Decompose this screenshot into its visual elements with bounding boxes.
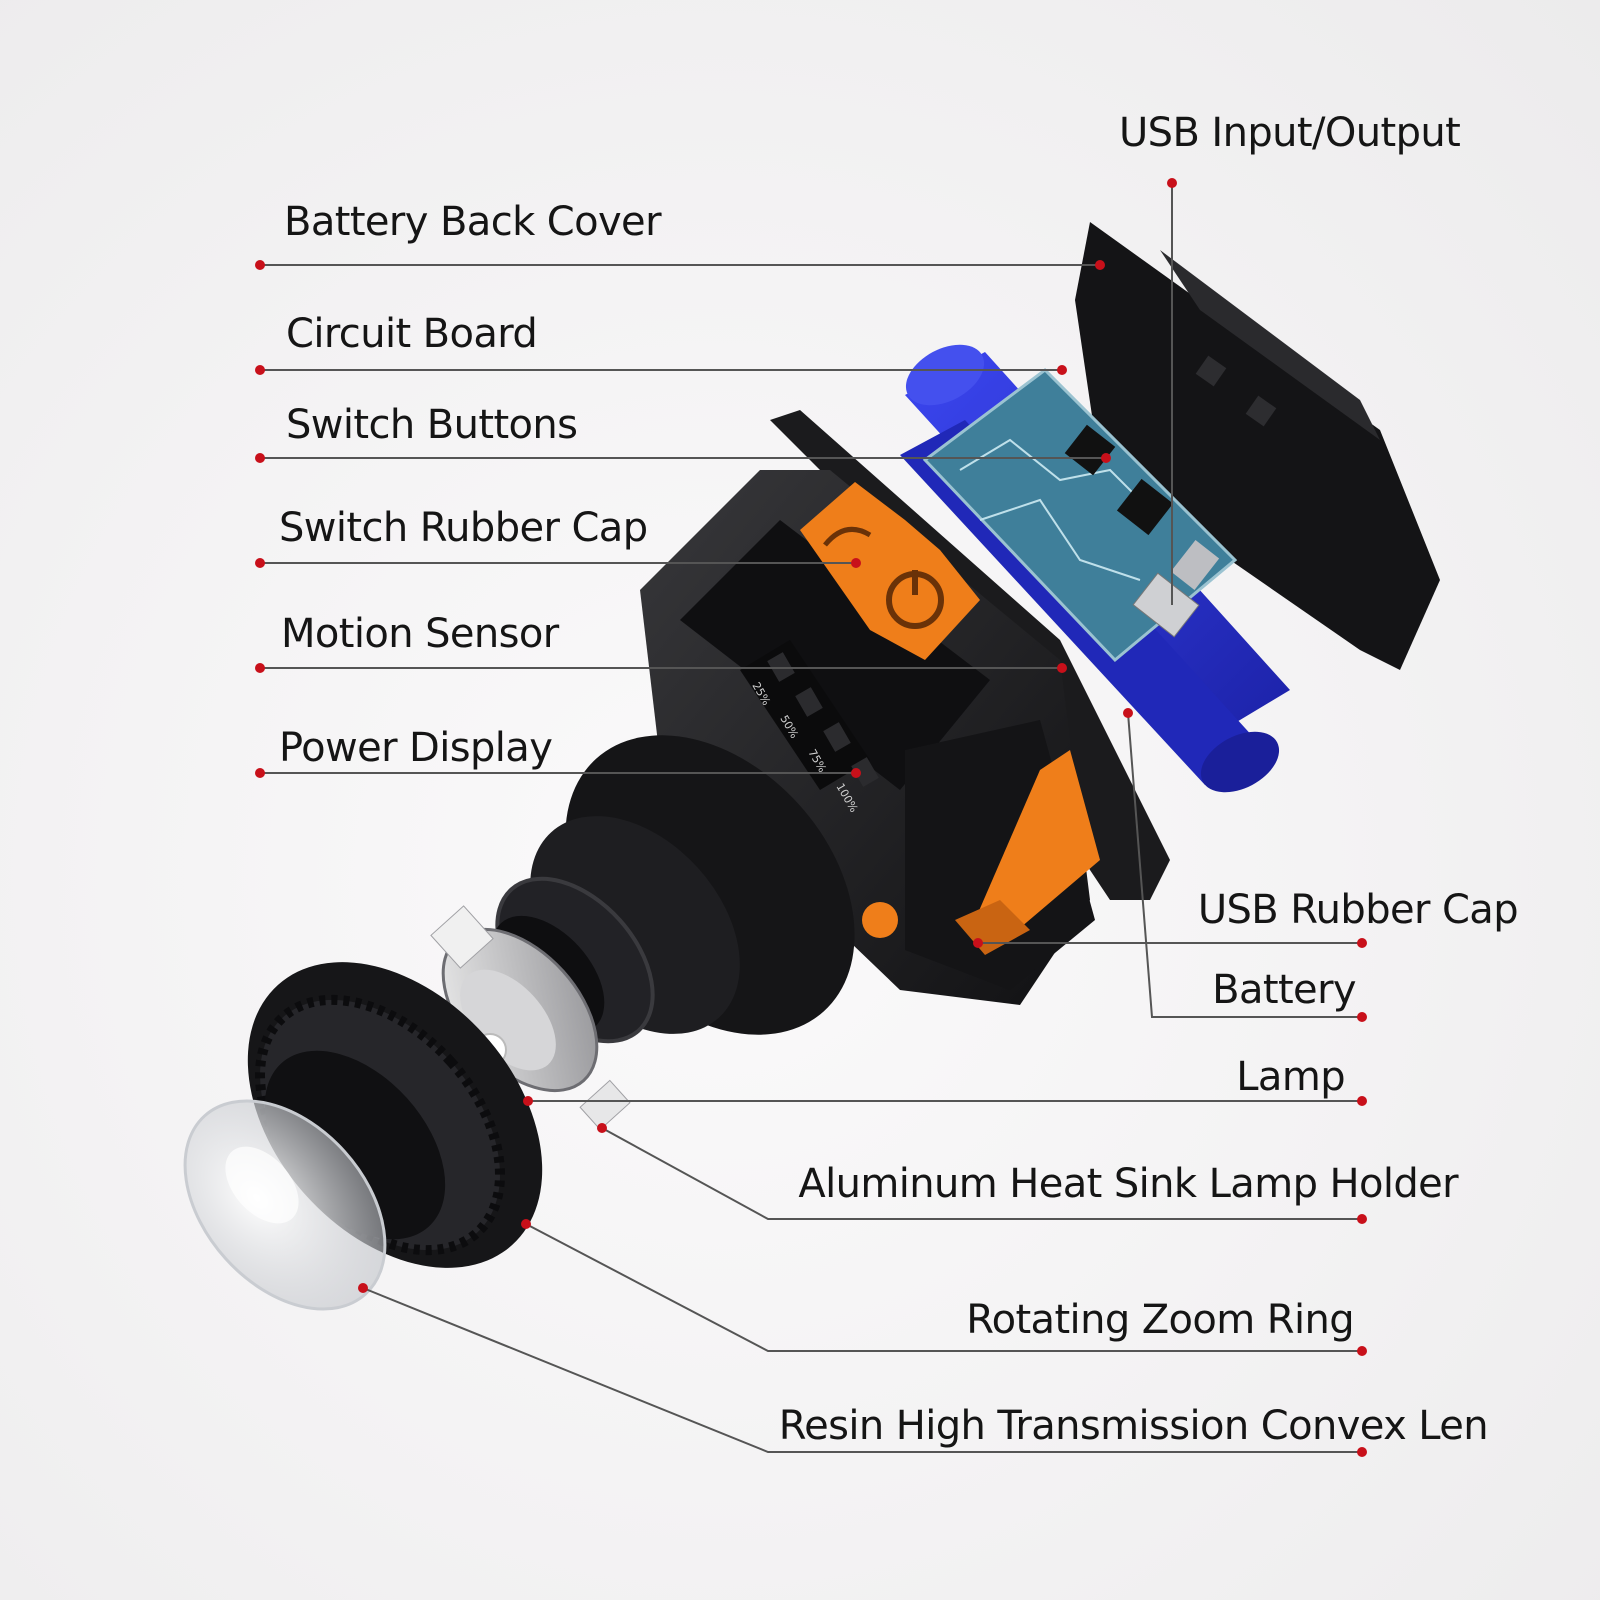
dot-battery-start	[1123, 708, 1133, 718]
leader-rotating-zoom-ring	[525, 1223, 1362, 1352]
dot-usb-rubber-cap-end	[1357, 938, 1367, 948]
dot-power-display-start	[255, 768, 265, 778]
dot-aluminum-heat-sink-end	[1357, 1214, 1367, 1224]
leader-lines	[256, 183, 1362, 1453]
leader-aluminum-heat-sink	[601, 1127, 1362, 1220]
label-aluminum-heat-sink: Aluminum Heat Sink Lamp Holder	[798, 1161, 1458, 1207]
dot-lamp-start	[523, 1096, 533, 1106]
dot-motion-sensor-end	[1057, 663, 1067, 673]
dot-switch-rubber-cap-end	[851, 558, 861, 568]
label-switch-rubber-cap: Switch Rubber Cap	[279, 505, 648, 551]
dot-resin-lens-start	[358, 1283, 368, 1293]
dot-switch-rubber-cap-start	[255, 558, 265, 568]
dot-rotating-zoom-ring-start	[521, 1219, 531, 1229]
label-battery: Battery	[1212, 967, 1356, 1013]
leader-battery	[1127, 712, 1362, 1018]
dot-resin-lens-end	[1357, 1447, 1367, 1457]
dot-usb-rubber-cap-start	[973, 938, 983, 948]
label-usb-rubber-cap: USB Rubber Cap	[1197, 887, 1519, 933]
label-rotating-zoom-ring: Rotating Zoom Ring	[966, 1297, 1354, 1343]
switch-rubber-cap-art	[800, 482, 980, 660]
label-battery-back-cover: Battery Back Cover	[284, 199, 662, 245]
dot-battery-end	[1357, 1012, 1367, 1022]
label-power-display: Power Display	[279, 725, 553, 771]
dot-aluminum-heat-sink-start	[597, 1123, 607, 1133]
label-usb-input-output: USB Input/Output	[1119, 110, 1461, 156]
label-circuit-board: Circuit Board	[286, 311, 538, 357]
dot-switch-buttons-start	[255, 453, 265, 463]
label-resin-lens: Resin High Transmission Convex Len	[778, 1403, 1489, 1449]
dot-circuit-board-end	[1057, 365, 1067, 375]
leader-dots	[255, 178, 1367, 1457]
dot-motion-sensor-start	[255, 663, 265, 673]
dot-battery-back-cover-end	[1095, 260, 1105, 270]
dot-usb-input-output-start	[1167, 178, 1177, 188]
dot-power-display-end	[851, 768, 861, 778]
battery-back-cover	[1075, 222, 1440, 670]
leader-resin-lens	[362, 1287, 1362, 1453]
dot-rotating-zoom-ring-end	[1357, 1346, 1367, 1356]
convex-lens	[183, 1099, 387, 1311]
dot-circuit-board-start	[255, 365, 265, 375]
dot-switch-buttons-end	[1101, 453, 1111, 463]
circuit-board	[922, 368, 1238, 663]
label-switch-buttons: Switch Buttons	[286, 402, 578, 448]
dot-battery-back-cover-start	[255, 260, 265, 270]
dot-lamp-end	[1357, 1096, 1367, 1106]
label-motion-sensor: Motion Sensor	[281, 611, 559, 657]
label-lamp: Lamp	[1236, 1054, 1345, 1100]
